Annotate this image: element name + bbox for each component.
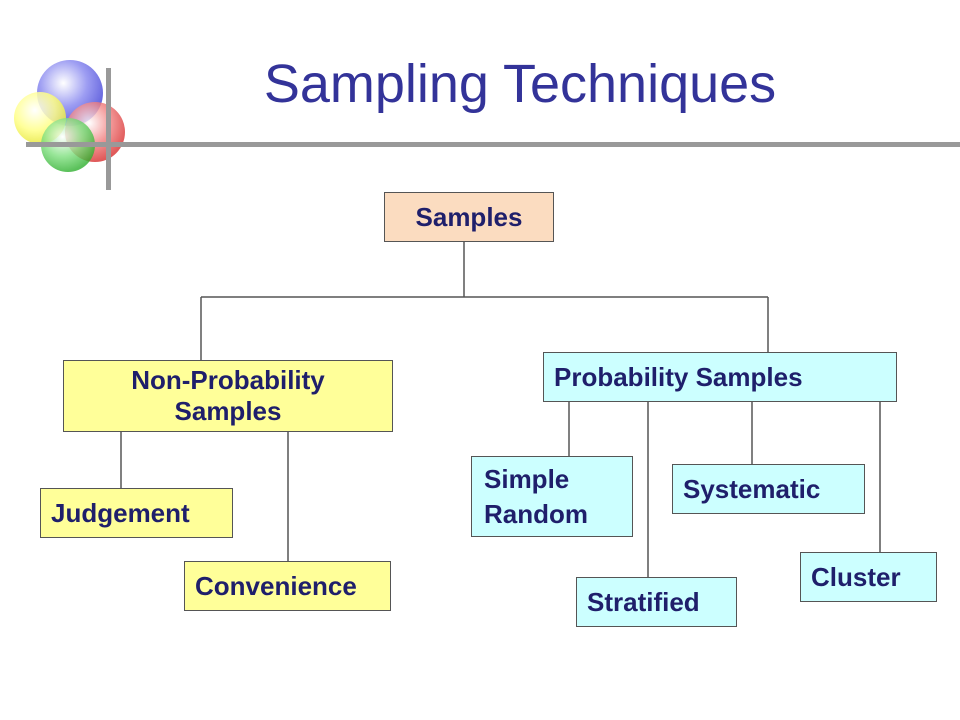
systematic-label: Systematic: [683, 473, 821, 504]
simple-random-label-line1: Simple: [484, 463, 570, 494]
horizontal-rule: [26, 142, 960, 147]
non-probability-node: Non-Probability Samples: [63, 360, 393, 432]
samples-label: Samples: [415, 201, 523, 232]
non-probability-label-line2: Samples: [174, 396, 282, 426]
samples-node: Samples: [384, 192, 554, 242]
probability-label: Probability Samples: [554, 361, 803, 392]
stratified-label: Stratified: [587, 586, 700, 617]
judgement-label: Judgement: [51, 497, 190, 528]
systematic-node: Systematic: [672, 464, 865, 514]
vertical-rule: [106, 68, 111, 190]
convenience-label: Convenience: [195, 570, 357, 601]
cluster-node: Cluster: [800, 552, 937, 602]
probability-node: Probability Samples: [543, 352, 897, 402]
stratified-node: Stratified: [576, 577, 737, 627]
simple-random-label-line2: Random: [484, 498, 588, 529]
cluster-label: Cluster: [811, 561, 901, 592]
judgement-node: Judgement: [40, 488, 233, 538]
decorative-circles-logo: [14, 60, 960, 190]
simple-random-node: Simple Random: [471, 456, 633, 537]
non-probability-label-line1: Non-Probability: [131, 365, 325, 395]
non-probability-label: Non-Probability Samples: [131, 365, 325, 427]
convenience-node: Convenience: [184, 561, 391, 611]
slide-title: Sampling Techniques: [263, 54, 777, 114]
